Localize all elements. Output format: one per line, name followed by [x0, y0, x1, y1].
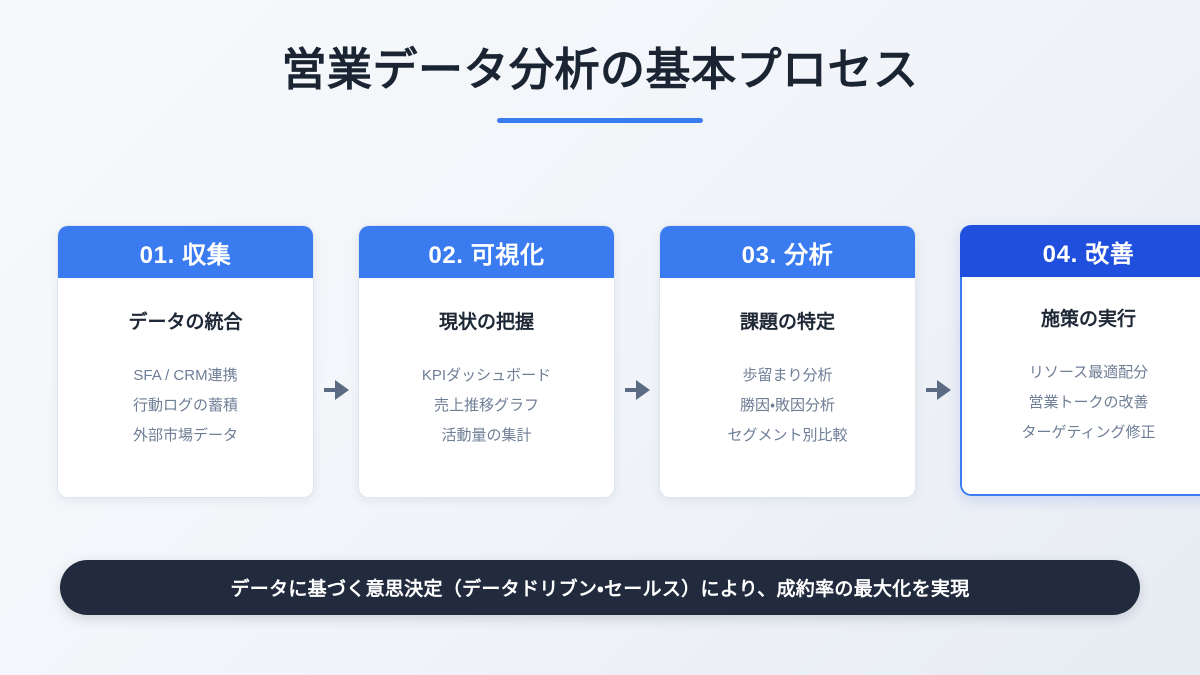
process-card-3-body: 課題の特定 歩留まり分析 勝因・敗因分析 セグメント別比較: [660, 278, 915, 497]
process-card-1-subtitle: データの統合: [128, 312, 243, 333]
list-item: KPIダッシュボード: [421, 366, 552, 384]
process-card-1[interactable]: 01. 収集 データの統合 SFA / CRM連携 行動ログの蓄積 外部市場デー…: [57, 225, 314, 498]
process-card-4-items: リソース最適配分 営業トークの改善 ターゲティング修正: [976, 358, 1200, 448]
process-card-2-items: KPIダッシュボード 売上推移グラフ 活動量の集計: [373, 361, 600, 451]
page-title: 営業データ分析の基本プロセス: [281, 44, 919, 95]
list-item: 行動ログの蓄積: [132, 396, 238, 414]
title-block: 営業データ分析の基本プロセス: [0, 44, 1200, 123]
arrow-stem: [323, 387, 335, 392]
list-item: 歩留まり分析: [742, 366, 833, 384]
process-card-3-header: 03. 分析: [660, 226, 915, 278]
footer-banner: データに基づく意思決定（データドリブン・セールス）により、成約率の最大化を実現: [60, 560, 1140, 615]
list-item: ターゲティング修正: [1021, 423, 1156, 441]
process-card-1-header: 01. 収集: [58, 226, 313, 278]
connector-arrow-1: [314, 225, 358, 444]
arrow-head: [334, 379, 349, 400]
process-card-3[interactable]: 03. 分析 課題の特定 歩留まり分析 勝因・敗因分析 セグメント別比較: [659, 225, 916, 498]
process-card-3-subtitle: 課題の特定: [739, 312, 835, 333]
process-card-4[interactable]: 04. 改善 施策の実行 リソース最適配分 営業トークの改善 ターゲティング修正: [960, 225, 1200, 496]
process-card-4-body: 施策の実行 リソース最適配分 営業トークの改善 ターゲティング修正: [960, 277, 1200, 496]
arrow-right-icon: [925, 379, 951, 400]
arrow-head: [936, 379, 951, 400]
process-card-2[interactable]: 02. 可視化 現状の把握 KPIダッシュボード 売上推移グラフ 活動量の集計: [358, 225, 615, 498]
list-item: 勝因・敗因分析: [739, 396, 836, 414]
process-card-2-body: 現状の把握 KPIダッシュボード 売上推移グラフ 活動量の集計: [359, 278, 614, 497]
process-card-3-items: 歩留まり分析 勝因・敗因分析 セグメント別比較: [674, 361, 901, 451]
connector-arrow-2: [615, 225, 659, 444]
arrow-head: [635, 379, 650, 400]
arrow-stem: [925, 387, 937, 392]
list-item: 活動量の集計: [441, 426, 532, 444]
list-item: セグメント別比較: [727, 426, 848, 444]
process-card-1-items: SFA / CRM連携 行動ログの蓄積 外部市場データ: [72, 361, 299, 451]
list-item: リソース最適配分: [1028, 363, 1149, 381]
title-accent-underline: [497, 117, 703, 123]
process-card-2-header: 02. 可視化: [359, 226, 614, 278]
process-card-4-header: 04. 改善: [960, 225, 1200, 277]
list-item: 売上推移グラフ: [433, 396, 539, 414]
connector-arrow-3: [916, 225, 960, 444]
process-card-1-body: データの統合 SFA / CRM連携 行動ログの蓄積 外部市場データ: [58, 278, 313, 497]
process-flow-row: 01. 収集 データの統合 SFA / CRM連携 行動ログの蓄積 外部市場デー…: [57, 225, 1200, 498]
list-item: 営業トークの改善: [1028, 393, 1149, 411]
process-card-2-subtitle: 現状の把握: [438, 312, 534, 333]
arrow-stem: [624, 387, 636, 392]
list-item: SFA / CRM連携: [133, 366, 238, 384]
process-card-4-subtitle: 施策の実行: [1040, 309, 1136, 330]
arrow-right-icon: [624, 379, 650, 400]
footer-message: データに基づく意思決定（データドリブン・セールス）により、成約率の最大化を実現: [230, 579, 970, 600]
arrow-right-icon: [323, 379, 349, 400]
list-item: 外部市場データ: [132, 426, 238, 444]
